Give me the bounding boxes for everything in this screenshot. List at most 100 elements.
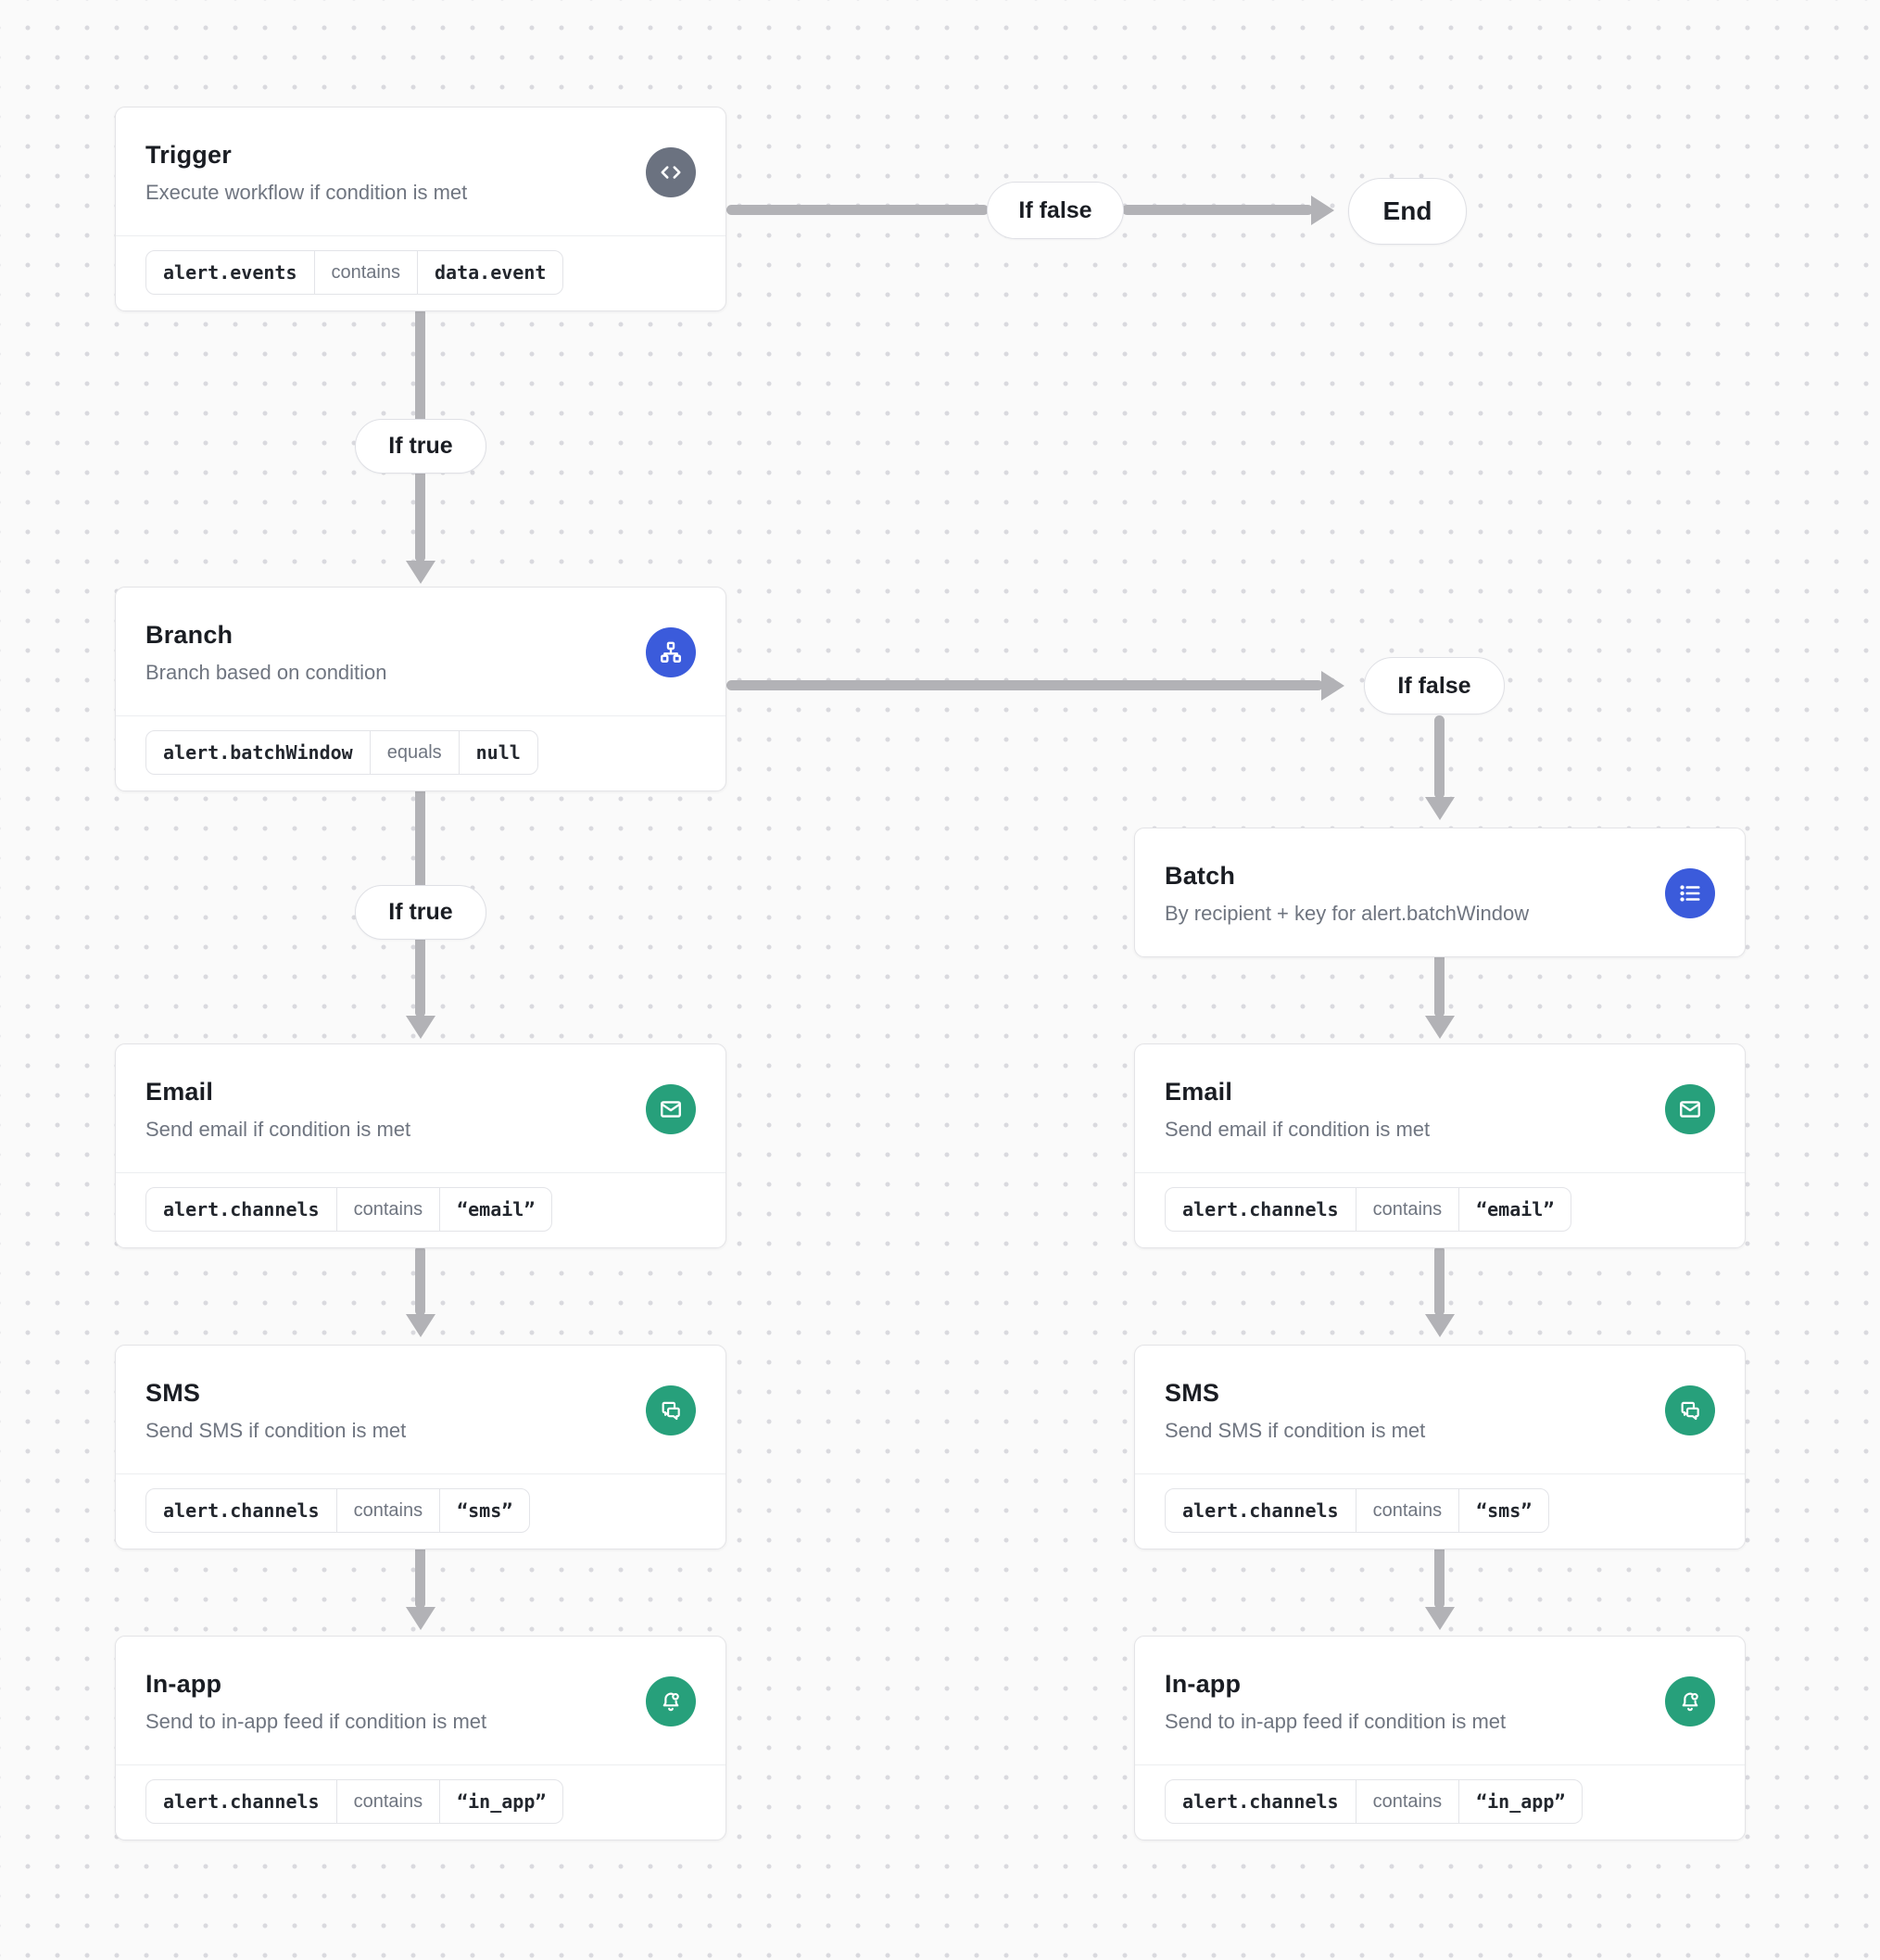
condition-value: “email” [439,1188,551,1231]
edge-label-if-true: If true [355,885,486,940]
node-subtitle: Send to in-app feed if condition is met [1165,1709,1507,1733]
node-title: Trigger [145,140,232,169]
node-inapp-false[interactable]: In-app Send to in-app feed if condition … [1134,1636,1746,1840]
condition-field: alert.channels [163,1790,320,1813]
condition-pill: alert.channels contains “email” [145,1187,553,1232]
condition-pill: alert.channels contains “email” [1165,1187,1572,1232]
node-email-true[interactable]: Email Send email if condition is met ale… [115,1043,726,1248]
edge-email-sms [415,1246,425,1316]
bell-dot-icon [1665,1676,1715,1726]
condition-field: alert.events [163,261,297,284]
arrowhead-icon [1425,1314,1455,1337]
node-inapp-text: In-app Send to in-app feed if condition … [145,1670,486,1734]
sitemap-icon [646,627,696,677]
chat-bubbles-icon [1665,1385,1715,1435]
edge-email-sms [1434,1246,1445,1316]
edge-sms-inapp [1434,1544,1445,1609]
edge-branch-iffalse [726,680,1323,690]
node-title: SMS [1165,1378,1220,1407]
node-subtitle: Send SMS if condition is met [145,1418,407,1442]
arrowhead-icon [1311,196,1334,225]
condition-value: null [458,731,537,774]
node-sms-false[interactable]: SMS Send SMS if condition is met alert.c… [1134,1345,1746,1549]
edge-iffalse-batch [1434,715,1445,799]
condition-pill: alert.events contains data.event [145,250,564,295]
condition-operator: contains [335,1188,440,1231]
arrowhead-icon [406,1016,435,1039]
chat-bubbles-icon [646,1385,696,1435]
edge-batch-email [1434,947,1445,1018]
node-inapp-true[interactable]: In-app Send to in-app feed if condition … [115,1636,726,1840]
condition-field: alert.channels [1182,1790,1339,1813]
edge-label-if-false: If false [987,182,1124,239]
condition-operator: contains [1355,1780,1459,1823]
condition-field: alert.channels [163,1198,320,1220]
list-icon [1665,868,1715,918]
arrowhead-icon [1425,797,1455,820]
arrowhead-icon [1425,1607,1455,1630]
condition-operator: equals [369,731,459,774]
condition-row: alert.channels contains “sms” [1135,1473,1745,1549]
condition-operator: contains [1355,1489,1459,1532]
node-subtitle: By recipient + key for alert.batchWindow [1165,901,1530,925]
node-title: In-app [1165,1669,1242,1698]
node-subtitle: Branch based on condition [145,660,387,684]
condition-field: alert.channels [1182,1499,1339,1522]
node-email-text: Email Send email if condition is met [145,1078,410,1142]
condition-operator: contains [313,251,418,294]
edge-iffalse-end [1122,205,1313,215]
envelope-icon [646,1084,696,1134]
node-branch-text: Branch Branch based on condition [145,621,387,685]
condition-field: alert.batchWindow [163,741,353,764]
arrowhead-icon [406,561,435,584]
node-email-text: Email Send email if condition is met [1165,1078,1430,1142]
condition-row: alert.events contains data.event [116,235,726,310]
node-sms-text: SMS Send SMS if condition is met [145,1379,406,1443]
condition-row: alert.channels contains “email” [1135,1172,1745,1247]
edge-sms-inapp [415,1544,425,1609]
node-batch-text: Batch By recipient + key for alert.batch… [1165,862,1529,926]
node-sms-text: SMS Send SMS if condition is met [1165,1379,1425,1443]
node-batch[interactable]: Batch By recipient + key for alert.batch… [1134,828,1746,957]
condition-operator: contains [1355,1188,1459,1231]
node-title: Email [145,1077,214,1106]
node-title: Email [1165,1077,1233,1106]
condition-pill: alert.batchWindow equals null [145,730,538,775]
condition-row: alert.batchWindow equals null [116,715,726,790]
node-subtitle: Send SMS if condition is met [1165,1418,1426,1442]
edge-trigger-iffalse [726,205,989,215]
node-inapp-text: In-app Send to in-app feed if condition … [1165,1670,1506,1734]
node-trigger-text: Trigger Execute workflow if condition is… [145,141,467,205]
condition-value: “sms” [439,1489,529,1532]
condition-field: alert.channels [1182,1198,1339,1220]
condition-value: “sms” [1458,1489,1548,1532]
condition-row: alert.channels contains “email” [116,1172,726,1247]
condition-value: “in_app” [439,1780,562,1823]
end-node: End [1348,178,1467,245]
node-title: SMS [145,1378,201,1407]
code-icon [646,147,696,197]
condition-row: alert.channels contains “sms” [116,1473,726,1549]
condition-value: data.event [417,251,562,294]
arrowhead-icon [406,1314,435,1337]
edge-label-if-true: If true [355,419,486,474]
arrowhead-icon [1425,1016,1455,1039]
condition-pill: alert.channels contains “in_app” [1165,1779,1583,1824]
node-trigger[interactable]: Trigger Execute workflow if condition is… [115,107,726,311]
condition-pill: alert.channels contains “in_app” [145,1779,564,1824]
condition-row: alert.channels contains “in_app” [1135,1764,1745,1840]
node-title: Batch [1165,861,1236,890]
condition-row: alert.channels contains “in_app” [116,1764,726,1840]
condition-pill: alert.channels contains “sms” [145,1488,531,1533]
node-branch[interactable]: Branch Branch based on condition alert.b… [115,587,726,791]
bell-dot-icon [646,1676,696,1726]
envelope-icon [1665,1084,1715,1134]
condition-field: alert.channels [163,1499,320,1522]
node-sms-true[interactable]: SMS Send SMS if condition is met alert.c… [115,1345,726,1549]
node-subtitle: Send email if condition is met [1165,1117,1431,1141]
edge-label-if-false: If false [1364,657,1505,714]
condition-value: “email” [1458,1188,1571,1231]
node-email-false[interactable]: Email Send email if condition is met ale… [1134,1043,1746,1248]
arrowhead-icon [1321,671,1344,701]
